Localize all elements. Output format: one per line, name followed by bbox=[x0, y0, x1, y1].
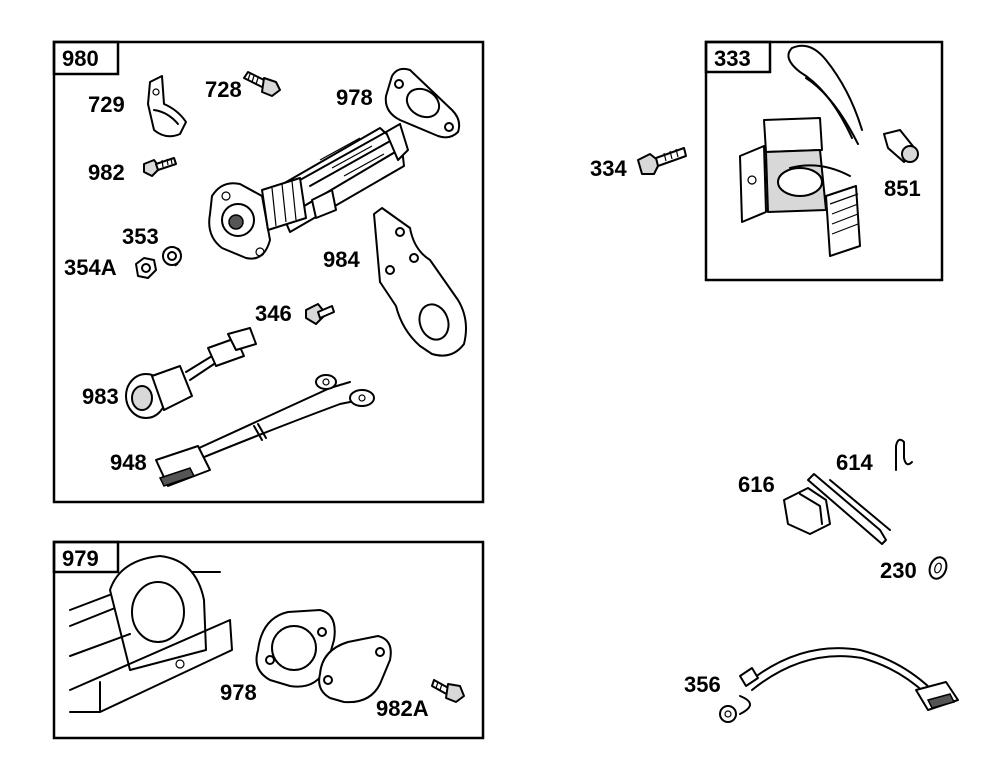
part-label-346: 346 bbox=[255, 301, 292, 326]
group-980-label-box bbox=[52, 40, 120, 76]
cover-plate-part bbox=[318, 635, 392, 704]
part-label-851: 851 bbox=[884, 176, 921, 201]
ignition-armature-part bbox=[739, 44, 863, 257]
group-979-label-box bbox=[52, 540, 120, 574]
group-333-frame bbox=[704, 40, 944, 282]
group-980: 980 729 728 978 982 bbox=[52, 40, 485, 504]
part-label-614: 614 bbox=[836, 450, 873, 475]
group-979: 979 978 982A bbox=[52, 540, 485, 740]
gasket-978-part bbox=[384, 67, 461, 139]
hairpin-614-part bbox=[895, 438, 913, 471]
part-label-354a: 354A bbox=[64, 255, 117, 280]
group-333: 333 851 bbox=[704, 40, 944, 282]
washer-230-part bbox=[928, 556, 948, 580]
screw-982-part bbox=[143, 157, 177, 177]
screw-334-part bbox=[637, 147, 687, 175]
part-label-616: 616 bbox=[738, 472, 775, 497]
lockwasher-353-part bbox=[162, 246, 182, 267]
ignition-starter-assembly bbox=[208, 123, 409, 260]
part-label-334: 334 bbox=[590, 156, 627, 181]
group-980-frame bbox=[52, 40, 485, 504]
screw-982a-part bbox=[431, 679, 465, 703]
wire-356-part bbox=[719, 647, 959, 723]
part-label-982: 982 bbox=[88, 160, 125, 185]
engine-block-section bbox=[69, 555, 233, 713]
screw-346-part bbox=[305, 303, 335, 325]
part-label-353: 353 bbox=[122, 224, 159, 249]
group-980-label: 980 bbox=[62, 46, 99, 71]
group-333-label-box bbox=[704, 40, 772, 74]
group-979-frame bbox=[52, 540, 485, 740]
spark-plug-cap-851-part bbox=[883, 129, 919, 163]
group-979-label: 979 bbox=[62, 546, 99, 571]
part-label-728: 728 bbox=[205, 77, 242, 102]
part-label-978-top: 978 bbox=[336, 85, 373, 110]
clamp-729-part bbox=[147, 75, 187, 138]
nut-354a-part bbox=[135, 257, 157, 279]
group-333-label: 333 bbox=[714, 46, 751, 71]
wire-harness-948-part bbox=[155, 374, 375, 487]
part-label-230: 230 bbox=[880, 558, 917, 583]
part-label-984: 984 bbox=[323, 247, 360, 272]
bracket-616-part bbox=[783, 473, 891, 545]
part-label-948: 948 bbox=[110, 450, 147, 475]
part-label-982a: 982A bbox=[376, 696, 429, 721]
part-label-729: 729 bbox=[88, 92, 125, 117]
bracket-984-part bbox=[373, 207, 467, 357]
part-label-356: 356 bbox=[684, 672, 721, 697]
part-label-983: 983 bbox=[82, 384, 119, 409]
part-label-978-bottom: 978 bbox=[220, 680, 257, 705]
screw-728-part bbox=[243, 71, 281, 97]
switch-983-part bbox=[125, 327, 257, 419]
